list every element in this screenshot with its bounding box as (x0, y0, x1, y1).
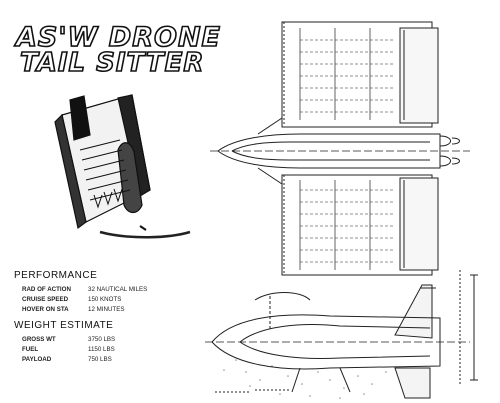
weight-value: 1150 LBS (88, 346, 115, 353)
weight-label: FUEL (22, 346, 39, 353)
performance-label: HOVER ON STA (22, 306, 69, 313)
weight-label: PAYLOAD (22, 356, 52, 363)
performance-value: 32 NAUTICAL MILES (88, 286, 148, 293)
performance-label: RAD OF ACTION (22, 286, 71, 293)
title-line-2: TAIL SITTER (19, 47, 205, 79)
weight-row: GROSS WT 3750 LBS (22, 336, 115, 343)
performance-heading: PERFORMANCE (14, 270, 98, 281)
performance-row: RAD OF ACTION 32 NAUTICAL MILES (22, 286, 147, 293)
weight-value: 750 LBS (88, 356, 112, 363)
performance-row: CRUISE SPEED 150 KNOTS (22, 296, 121, 303)
performance-label: CRUISE SPEED (22, 296, 69, 303)
weight-row: PAYLOAD 750 LBS (22, 356, 112, 363)
title-line-1: AS'W DRONE (15, 21, 221, 54)
performance-value: 150 KNOTS (88, 296, 122, 303)
performance-row: HOVER ON STA 12 MINUTES (22, 306, 124, 313)
weight-row: FUEL 1150 LBS (22, 346, 115, 353)
weight-value: 3750 LBS (88, 336, 116, 343)
weight-heading: WEIGHT ESTIMATE (14, 320, 114, 331)
performance-value: 12 MINUTES (88, 306, 125, 313)
weight-label: GROSS WT (22, 336, 56, 343)
